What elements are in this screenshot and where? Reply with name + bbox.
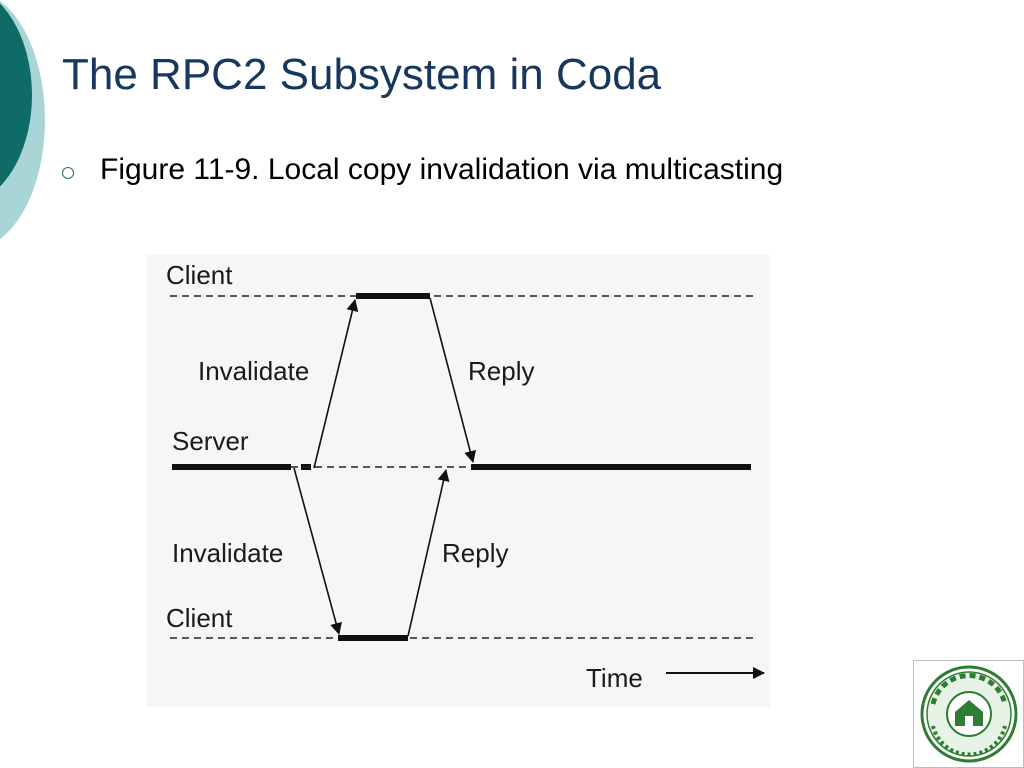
server-label: Server	[172, 426, 249, 456]
hollow-circle-bullet-icon	[62, 167, 74, 179]
reply-bottom-arrow	[407, 469, 450, 637]
bullet-text: Figure 11-9. Local copy invalidation via…	[100, 153, 784, 186]
reply-top-arrow	[429, 297, 477, 463]
invalidate-bottom-label: Invalidate	[172, 538, 283, 568]
dark-teal-arc	[0, 3, 32, 187]
client-top-label: Client	[166, 260, 233, 290]
slide-title: The RPC2 Subsystem in Coda	[62, 50, 662, 99]
client-bottom-label: Client	[166, 603, 233, 633]
decorative-corner-shapes	[0, 0, 45, 240]
invalidate-top-label: Invalidate	[198, 356, 309, 386]
invalidate-top-arrow	[313, 299, 359, 469]
reply-top-label: Reply	[468, 356, 534, 386]
university-logo-icon	[913, 660, 1024, 768]
invalidate-bottom-arrow	[293, 467, 342, 635]
reply-bottom-label: Reply	[442, 538, 508, 568]
rpc2-multicast-diagram: Client Invalidate Reply Server Invalidat…	[146, 255, 770, 707]
time-label: Time	[586, 663, 643, 693]
